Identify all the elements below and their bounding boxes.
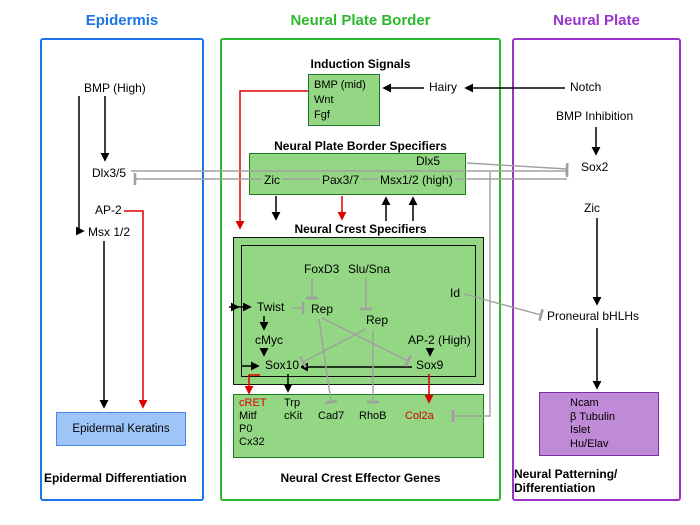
gene-rhob: RhoB bbox=[359, 410, 387, 422]
node-dlx5: Dlx5 bbox=[414, 154, 443, 169]
epidermis-footer: Epidermal Differentiation bbox=[44, 471, 187, 485]
node-sox10: Sox10 bbox=[263, 358, 302, 373]
neural-differentiation-genes-box: Ncam β Tubulin Islet Hu/Elav bbox=[539, 392, 659, 456]
npb-footer: Neural Crest Effector Genes bbox=[280, 471, 441, 485]
node-ap2: AP-2 bbox=[95, 203, 122, 217]
gene-ncam: Ncam bbox=[570, 397, 599, 409]
node-proneural-bhlhs: Proneural bHLHs bbox=[545, 309, 642, 324]
gene-hu-elav: Hu/Elav bbox=[570, 437, 609, 450]
node-id: Id bbox=[448, 286, 463, 301]
node-cmyc: cMyc bbox=[253, 333, 285, 348]
node-slu-sna: Slu/Sna bbox=[346, 262, 393, 277]
node-rep-1: Rep bbox=[309, 302, 336, 317]
crest-specifiers-heading: Neural Crest Specifiers bbox=[294, 222, 427, 236]
signal-bmp-mid: BMP (mid) bbox=[314, 79, 366, 91]
node-sox2: Sox2 bbox=[579, 160, 611, 175]
node-rep-2: Rep bbox=[364, 313, 391, 328]
node-bmp-inhibition: BMP Inhibition bbox=[556, 109, 634, 123]
arrow-bmphigh-to-msx12 bbox=[75, 96, 85, 236]
red-arrow-ap2-to-keratins bbox=[124, 210, 148, 409]
gene-cret: cRET bbox=[239, 397, 267, 409]
epidermal-keratins-box: Epidermal Keratins bbox=[56, 412, 186, 446]
node-twist: Twist bbox=[255, 300, 287, 315]
node-zic-border: Zic bbox=[262, 173, 282, 188]
inhibit-rep2-sox10 bbox=[299, 328, 367, 368]
node-sox9: Sox9 bbox=[414, 358, 446, 373]
node-foxd3: FoxD3 bbox=[302, 262, 342, 277]
node-notch: Notch bbox=[570, 80, 602, 94]
epidermis-column-box bbox=[40, 38, 204, 501]
crest-specifiers-inner-feedback-box bbox=[241, 245, 476, 377]
gene-islet: Islet bbox=[570, 424, 591, 436]
inhibit-id-proneural bbox=[463, 293, 544, 322]
signal-wnt: Wnt bbox=[314, 94, 334, 106]
signal-fgf: Fgf bbox=[314, 109, 330, 121]
gene-cx32: Cx32 bbox=[239, 436, 265, 448]
neural-plate-column-box bbox=[512, 38, 681, 501]
np-footer-line1: Neural Patterning/ bbox=[514, 467, 618, 481]
border-specifiers-heading: Neural Plate Border Specifiers bbox=[274, 139, 447, 153]
gene-beta-tubulin: β Tubulin bbox=[570, 410, 616, 423]
node-ap2-high: AP-2 (High) bbox=[406, 333, 473, 348]
node-msx1-2: Msx 1/2 bbox=[88, 225, 131, 239]
red-arrow-induction-to-crest bbox=[235, 90, 308, 230]
node-hairy: Hairy bbox=[427, 80, 460, 95]
gene-trp: Trp bbox=[284, 397, 301, 409]
column-title-neural-plate-border: Neural Plate Border bbox=[290, 12, 431, 29]
gene-cad7: Cad7 bbox=[318, 410, 345, 422]
gene-ckit: cKit bbox=[284, 410, 303, 422]
column-title-epidermis: Epidermis bbox=[85, 12, 159, 29]
np-footer-line2: Differentiation bbox=[514, 481, 596, 495]
inhibit-right-loop-col2a bbox=[451, 172, 491, 422]
node-pax3-7: Pax3/7 bbox=[320, 173, 362, 188]
inhibit-rep1-cad7 bbox=[318, 318, 338, 405]
node-msx1-2-high: Msx1/2 (high) bbox=[378, 173, 455, 188]
node-dlx3-5: Dlx3/5 bbox=[90, 166, 129, 181]
inhibit-dlx5-sox2 bbox=[466, 162, 569, 176]
induction-signals-heading: Induction Signals bbox=[310, 57, 411, 71]
red-arrow-sox10-to-cret bbox=[244, 374, 260, 395]
effector-genes-box bbox=[233, 394, 484, 458]
gene-mitf: Mitf bbox=[239, 410, 257, 422]
gene-col2a: Col2a bbox=[405, 410, 434, 422]
node-zic-neural-plate: Zic bbox=[584, 201, 600, 215]
neural-plate-border-column-box bbox=[220, 38, 501, 501]
induction-signals-box: BMP (mid) Wnt Fgf bbox=[308, 74, 380, 126]
gene-p0: P0 bbox=[239, 423, 253, 435]
epidermal-keratins-label: Epidermal Keratins bbox=[72, 423, 170, 435]
column-title-neural-plate: Neural Plate bbox=[553, 12, 640, 29]
inhibit-rep1-sox9 bbox=[321, 317, 412, 367]
node-bmp-high: BMP (High) bbox=[84, 81, 146, 95]
